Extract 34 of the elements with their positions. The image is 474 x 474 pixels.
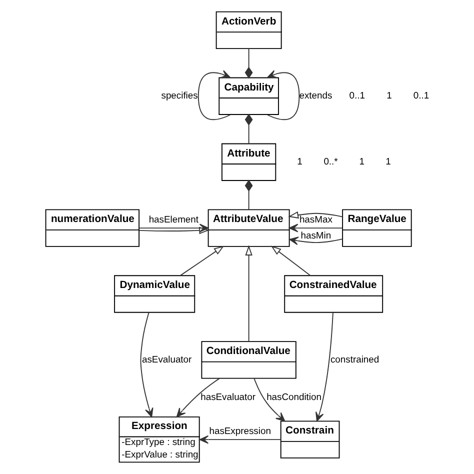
arrow: [315, 312, 333, 422]
edge-label: constrained: [330, 353, 379, 364]
connector: [244, 180, 252, 210]
connector: [244, 48, 252, 79]
edge-label: hasMin: [300, 229, 331, 240]
arrow: [266, 70, 300, 120]
arrow: [253, 378, 285, 422]
arrow: [138, 226, 210, 234]
label: 1: [386, 90, 392, 100]
arrow: [288, 224, 342, 232]
label: 1: [296, 155, 302, 166]
arrow: [140, 312, 153, 418]
edge-label: hasEvaluator: [200, 390, 256, 402]
label: 0..1: [412, 90, 429, 100]
arrow: [244, 245, 252, 342]
edge-label: extends: [298, 90, 332, 100]
arrow: [288, 211, 342, 219]
edge-label: asEvaluator: [141, 353, 192, 364]
arrow: [197, 70, 230, 120]
label: 1: [358, 155, 364, 166]
connector: [244, 114, 252, 144]
label: 0..*: [323, 155, 338, 166]
edge-label: hasElement: [148, 213, 198, 224]
arrow: [288, 236, 342, 246]
arrow: [198, 435, 281, 444]
label: 1: [385, 155, 390, 166]
label: 0..1: [348, 90, 365, 100]
edge-label: specifies: [160, 90, 198, 100]
arrow: [179, 246, 224, 276]
edge-label: hasMax: [298, 213, 332, 224]
edge-label: hasExpression: [208, 424, 270, 436]
arrow: [176, 378, 220, 418]
arrow: [270, 246, 310, 276]
edge-label: hasCondition: [266, 390, 321, 402]
